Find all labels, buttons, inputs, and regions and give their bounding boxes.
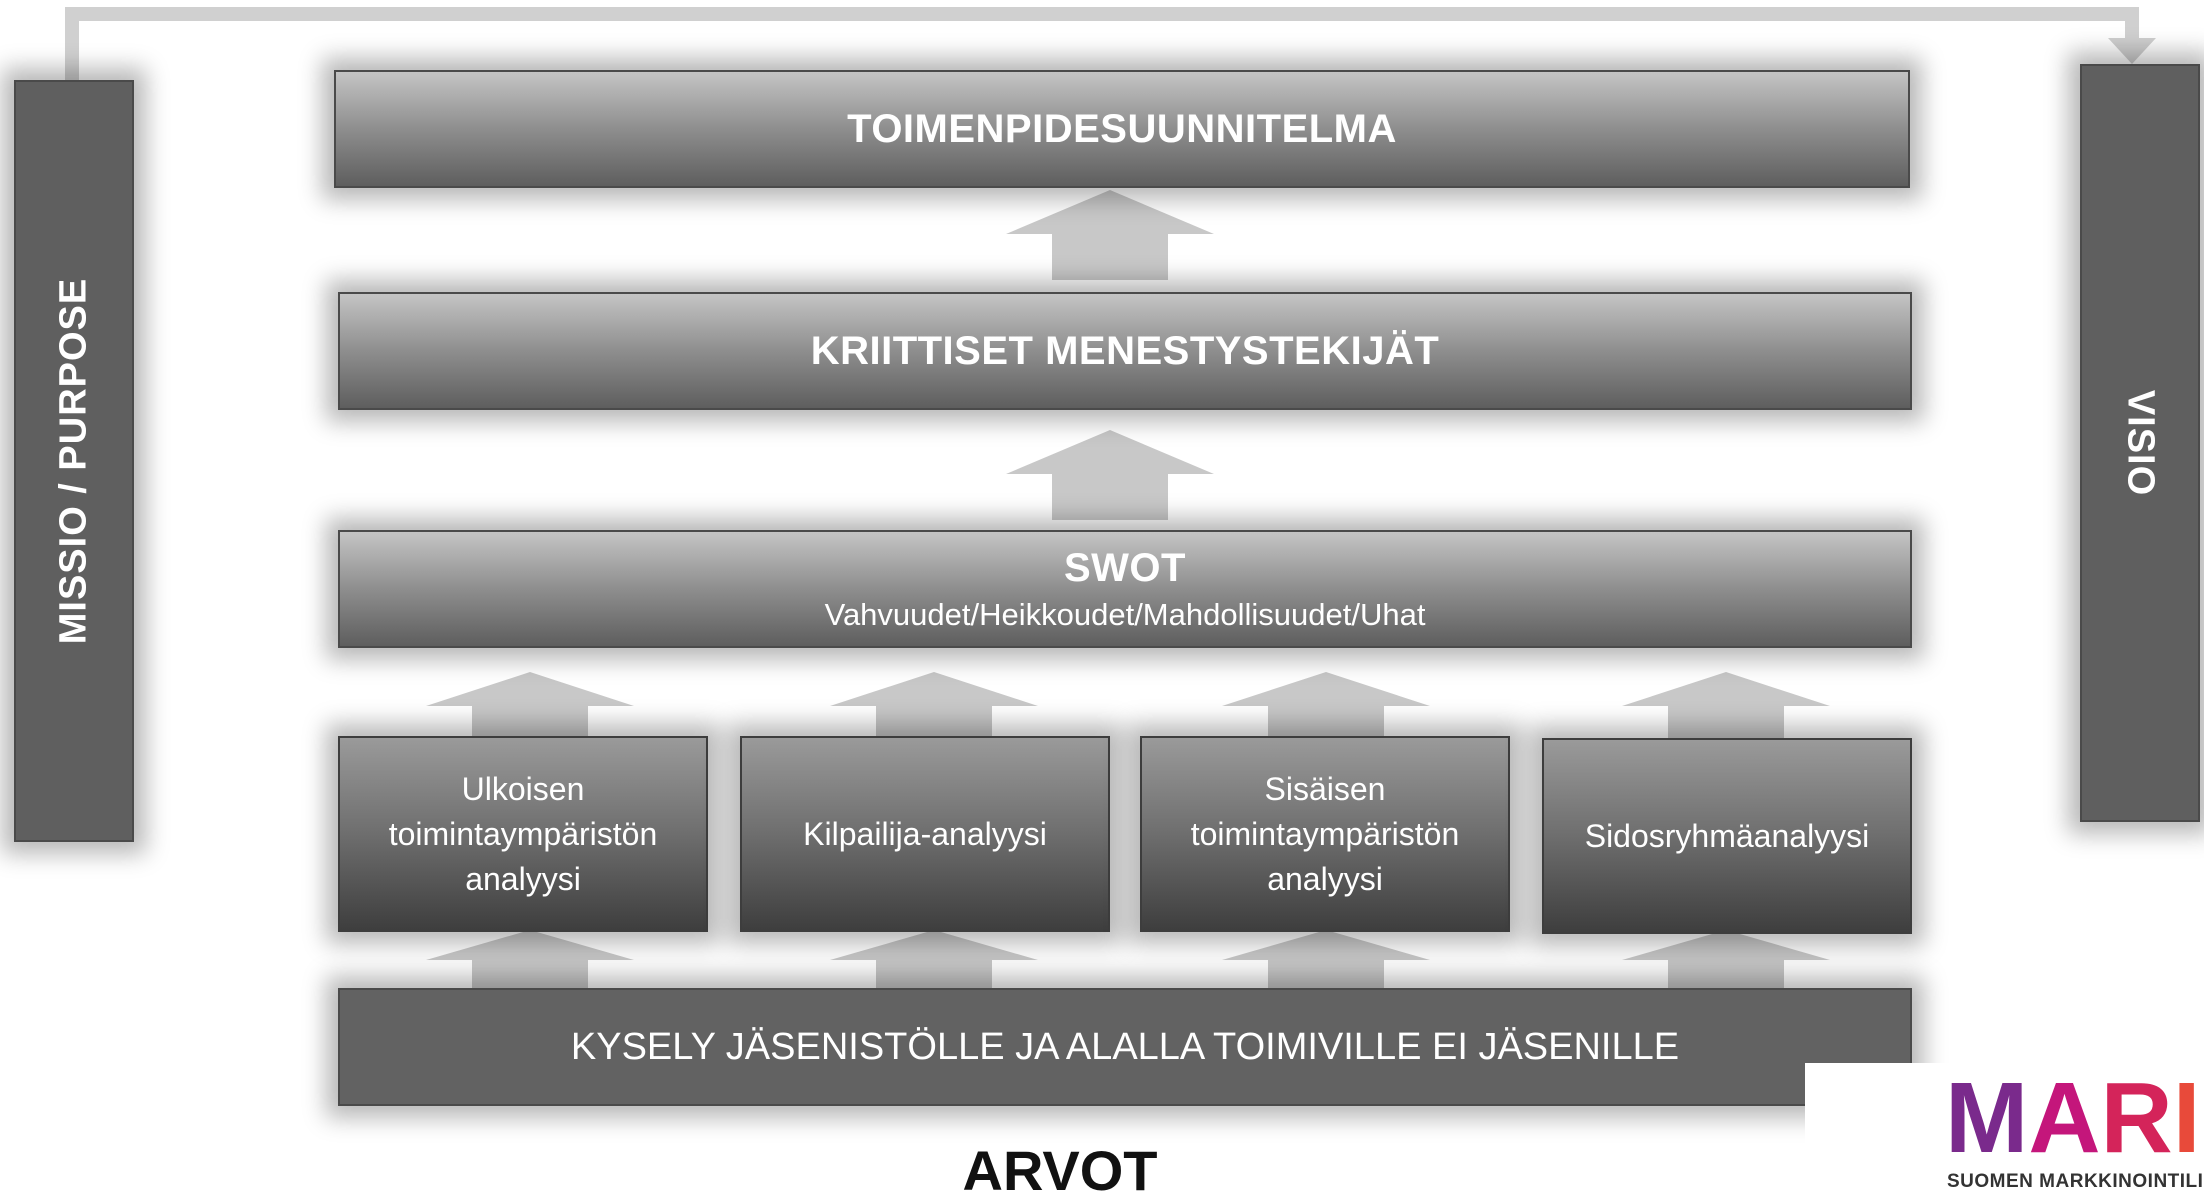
- up-arrow-icon: [830, 672, 1038, 738]
- success-factors-title: KRIITTISET MENESTYSTEKIJÄT: [810, 328, 1440, 373]
- up-arrow-icon: [1622, 930, 1830, 990]
- up-arrow-icon: [426, 672, 634, 738]
- visio-label: VISIO: [2119, 389, 2162, 497]
- analysis-box: Kilpailija-analyysi: [740, 736, 1110, 932]
- up-arrow-icon: [1222, 930, 1430, 990]
- logo-background: [1805, 1063, 2204, 1196]
- analysis-box: Ulkoisen toimintaympäristön analyysi: [338, 736, 708, 932]
- analysis-label: Sisäisen toimintaympäristön analyysi: [1190, 770, 1460, 897]
- analysis-label: Ulkoisen toimintaympäristön analyysi: [388, 770, 658, 897]
- logo-subtitle: SUOMEN MARKKINOINTILIITTO: [1947, 1171, 2204, 1192]
- up-arrow-icon: [426, 930, 634, 990]
- up-arrow-icon: [830, 930, 1038, 990]
- missio-pillar: MISSIO / PURPOSE: [14, 80, 134, 842]
- survey-label: KYSELY JÄSENISTÖLLE JA ALALLA TOIMIVILLE…: [570, 1025, 1680, 1068]
- analysis-label: Sidosryhmäanalyysi: [1584, 817, 1870, 854]
- visio-pillar: VISIO: [2080, 64, 2200, 822]
- logo-wordmark: MARI: [1945, 1075, 2201, 1176]
- loop-arrow: [65, 7, 2156, 82]
- mari-logo: MARI SUOMEN MARKKINOINTILIITTO: [1945, 1075, 2204, 1196]
- survey-bar: KYSELY JÄSENISTÖLLE JA ALALLA TOIMIVILLE…: [338, 988, 1912, 1106]
- swot-bar: SWOT Vahvuudet/Heikkoudet/Mahdollisuudet…: [338, 530, 1912, 648]
- swot-title: SWOT: [1064, 545, 1186, 590]
- swot-subtitle: Vahvuudet/Heikkoudet/Mahdollisuudet/Uhat: [824, 596, 1426, 632]
- action-plan-title: TOIMENPIDESUUNNITELMA: [847, 106, 1397, 151]
- values-label: ARVOT: [962, 1139, 1158, 1202]
- logo-letter: A: [2028, 1075, 2101, 1174]
- analysis-label: Kilpailija-analyysi: [803, 815, 1047, 852]
- up-arrow-icon: [1622, 672, 1830, 738]
- logo-letter: M: [1945, 1075, 2029, 1174]
- action-plan-bar: TOIMENPIDESUUNNITELMA: [334, 70, 1910, 188]
- logo-letter: I: [2172, 1075, 2201, 1174]
- logo-letter: R: [2100, 1075, 2173, 1174]
- missio-label: MISSIO / PURPOSE: [52, 277, 95, 645]
- up-arrow-icon: [1006, 430, 1214, 520]
- success-factors-bar: KRIITTISET MENESTYSTEKIJÄT: [338, 292, 1912, 410]
- analysis-box: Sisäisen toimintaympäristön analyysi: [1140, 736, 1510, 932]
- up-arrow-icon: [1222, 672, 1430, 738]
- analysis-box: Sidosryhmäanalyysi: [1542, 738, 1912, 934]
- up-arrow-icon: [1006, 190, 1214, 280]
